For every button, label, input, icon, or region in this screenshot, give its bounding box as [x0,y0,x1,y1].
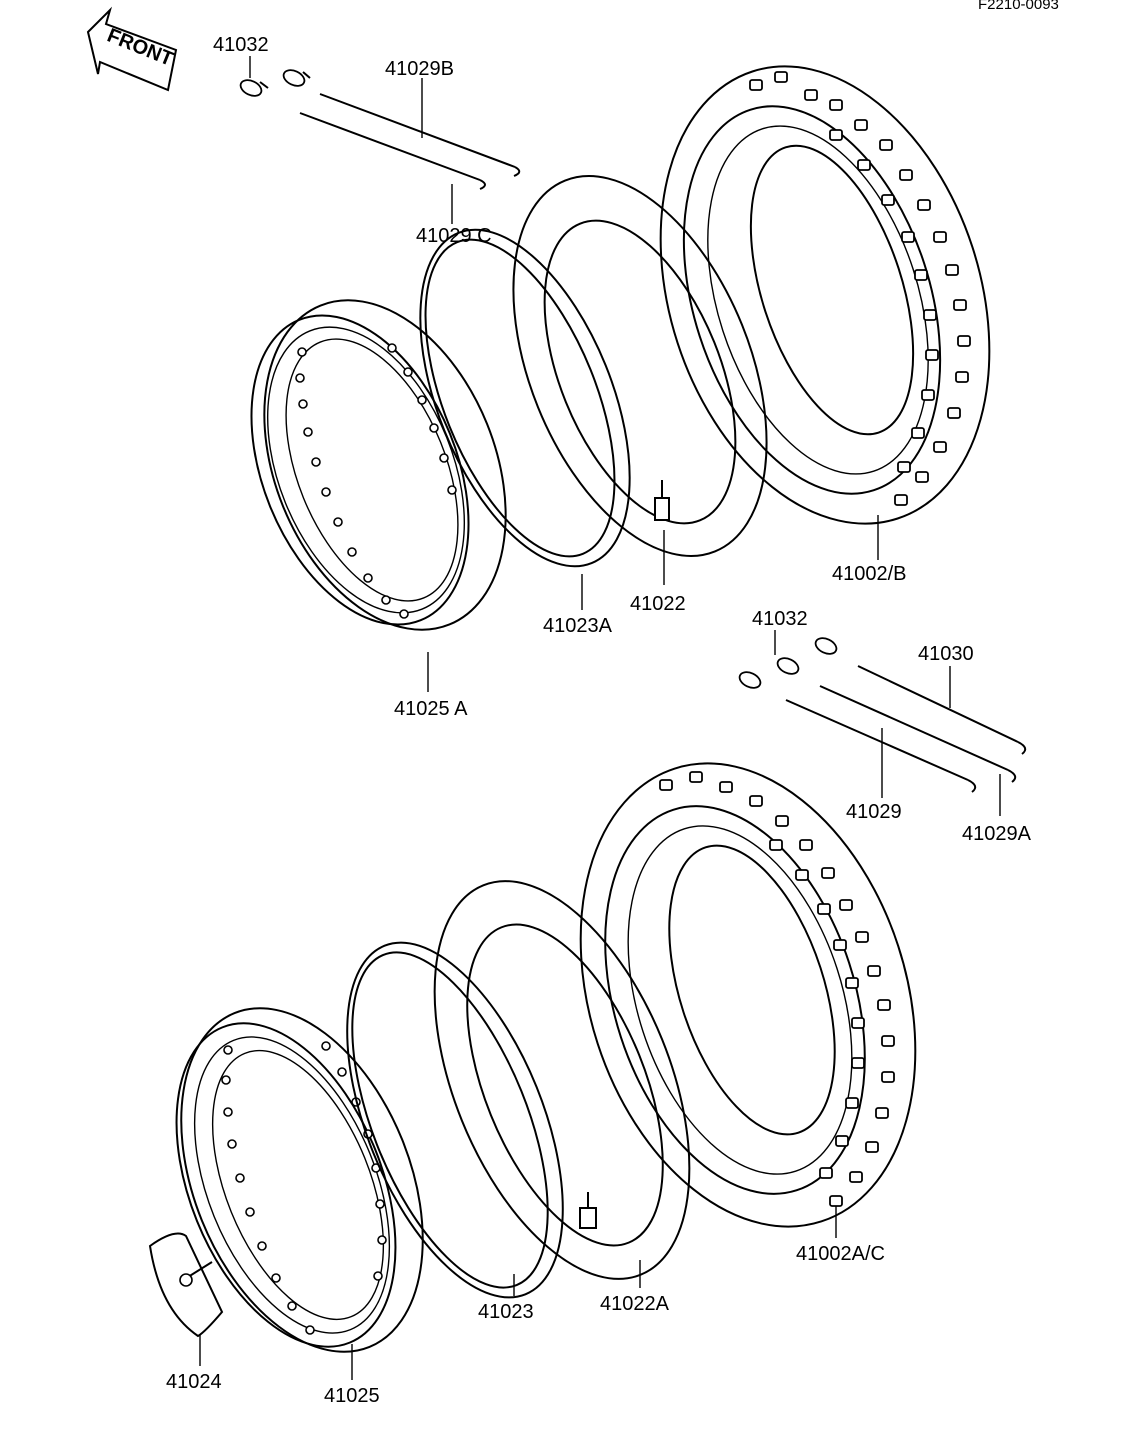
label-41029A: 41029A [962,823,1032,845]
part-labels: 41032 41029B 41029 C 41002/B 41022 41023… [166,34,1032,1407]
rim-top-spoke-holes [295,343,457,619]
label-41029: 41029 [846,801,902,823]
label-41032-top: 41032 [213,34,269,56]
front-arrow-icon: FRONT [86,6,178,92]
tube-bottom [433,880,691,1280]
tire-top-tread-knobs [749,71,971,506]
drawing-code: F2210-0093 [978,0,1059,13]
spokes-mid [785,665,1027,793]
label-41030: 41030 [918,643,974,665]
label-41022: 41022 [630,593,686,615]
label-41023A: 41023A [543,615,613,637]
label-41024: 41024 [166,1371,222,1393]
rim-band-bottom [346,941,564,1299]
tire-bottom-tread-knobs [659,771,895,1207]
label-41023: 41023 [478,1301,534,1323]
leader-lines [199,56,1001,1380]
tire-bottom [579,762,917,1228]
tube-top [512,175,768,557]
spokes-top [299,93,521,190]
rim-lock-icon [148,1232,224,1338]
rim-band-top [419,228,631,568]
rim-bottom-spoke-holes [221,1041,387,1335]
label-41029C: 41029 C [416,225,492,247]
tire-top [659,65,991,525]
tube-top-valve-icon [654,480,670,521]
label-41025: 41025 [324,1385,380,1407]
spoke-nipples-top [239,69,311,97]
label-41002AC: 41002A/C [796,1243,885,1265]
tube-bottom-valve-icon [579,1192,597,1229]
rim-bottom [175,1007,424,1353]
label-41025A: 41025 A [394,698,468,720]
rim-top [250,299,507,631]
front-arrow-label: FRONT [104,24,176,70]
label-41002B: 41002/B [832,563,907,585]
label-41022A: 41022A [600,1293,670,1315]
label-41032-mid: 41032 [752,608,808,630]
label-41029B: 41029B [385,58,454,80]
spoke-nipples-mid [738,637,838,689]
